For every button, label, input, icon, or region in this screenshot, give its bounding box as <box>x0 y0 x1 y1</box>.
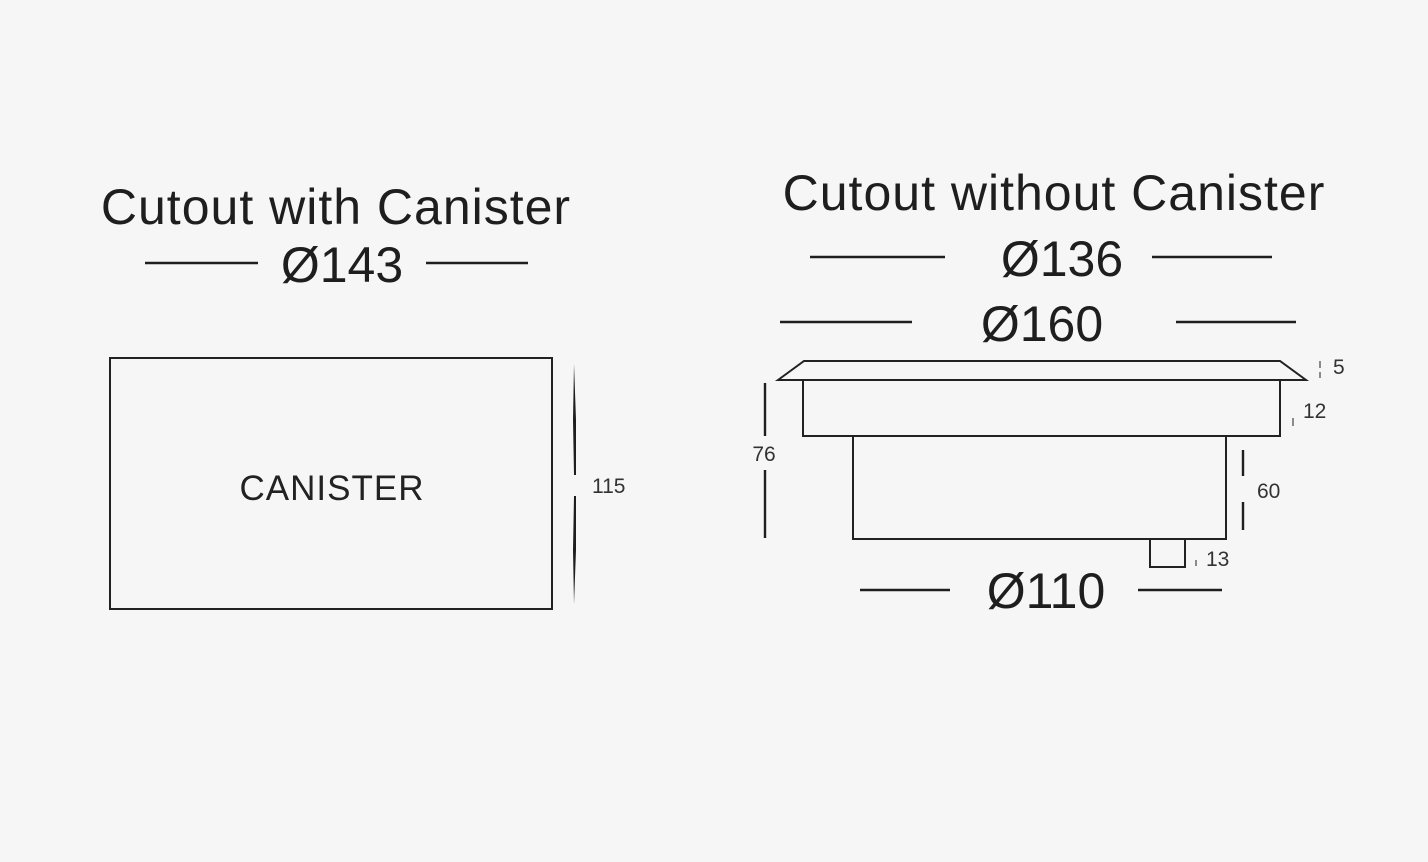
fixture-cable-stub <box>1149 538 1186 568</box>
panel-cutout-with-canister: Cutout with Canister Ø143 CANISTER 115 <box>101 179 625 610</box>
dim-upper-12: 12 <box>1303 400 1326 423</box>
title-cutout-with-canister: Cutout with Canister <box>101 179 571 235</box>
dim-stub-13: 13 <box>1206 548 1229 571</box>
dim-diameter-143: Ø143 <box>281 237 403 293</box>
dim-arrow-top-115 <box>573 364 576 475</box>
dim-flange-5: 5 <box>1333 356 1345 379</box>
canister-label: CANISTER <box>240 469 425 508</box>
title-cutout-without-canister: Cutout without Canister <box>783 165 1326 221</box>
dim-diameter-110: Ø110 <box>987 563 1106 619</box>
canister-box <box>109 357 553 610</box>
dim-diameter-136: Ø136 <box>1001 231 1123 287</box>
dim-overall-76: 76 <box>752 443 775 466</box>
fixture-lower-body <box>852 435 1227 540</box>
dim-lower-60: 60 <box>1257 480 1280 503</box>
dim-height-115: 115 <box>592 475 625 498</box>
fixture-flange <box>774 360 1310 381</box>
panel-cutout-without-canister: Cutout without Canister Ø136 Ø160 5 12 7… <box>752 165 1344 619</box>
dim-arrow-bottom-115 <box>573 496 576 604</box>
fixture-upper-body <box>802 379 1281 437</box>
dim-diameter-160: Ø160 <box>981 296 1103 352</box>
